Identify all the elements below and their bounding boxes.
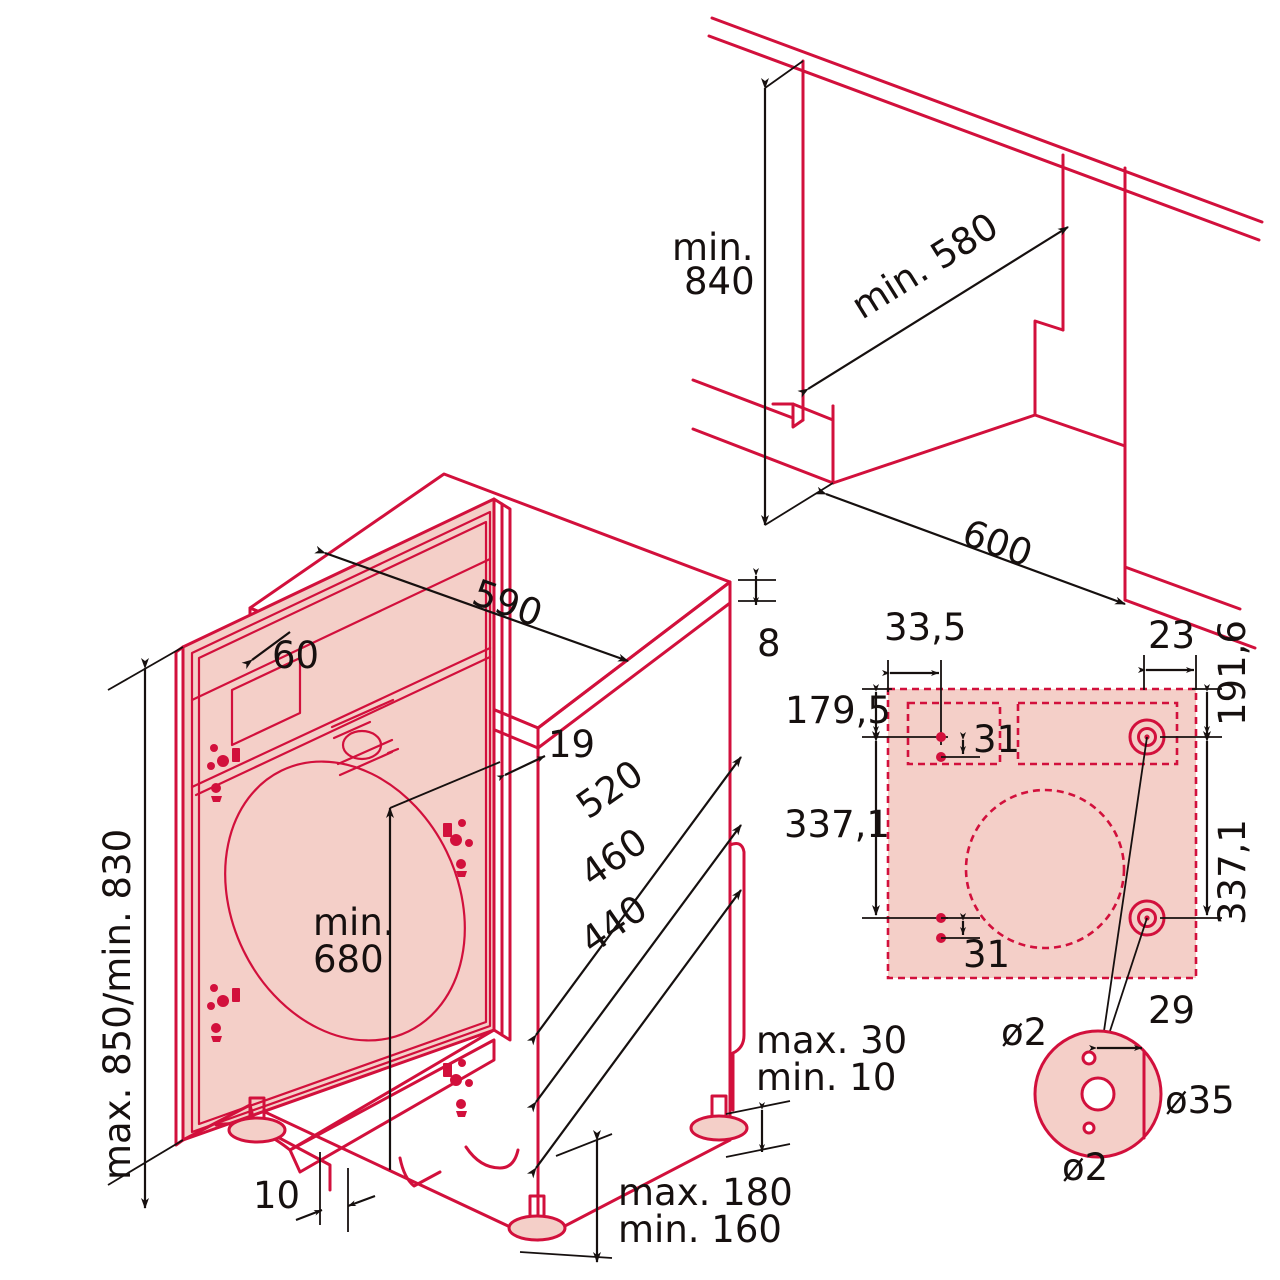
label-dia35: ø35 — [1165, 1079, 1235, 1122]
label-max180: max. 180 — [618, 1171, 793, 1214]
dim-ext-foot-top — [725, 1100, 791, 1115]
label-min840-line2: 840 — [684, 260, 755, 303]
appliance-top-right-band — [536, 580, 732, 750]
label-19: 19 — [548, 723, 595, 766]
dim-line-440 — [526, 889, 742, 1179]
cutout-right — [1016, 701, 1179, 766]
door-panel-face — [181, 497, 496, 1142]
dim-line-520 — [526, 756, 742, 1046]
dial-line-5 — [338, 750, 394, 777]
label-10: 10 — [253, 1174, 300, 1217]
label-min160: min. 160 — [618, 1208, 782, 1251]
panel-main-opening — [964, 788, 1126, 950]
dial-line-4 — [336, 738, 394, 766]
appliance-isometric-view: max. 850/min. 830 590 60 8 19 520 460 44… — [96, 472, 907, 1263]
appliance-bottom-front-edge — [248, 1103, 540, 1242]
plinth-round-detail — [464, 1145, 520, 1170]
label-3371-right: 337,1 — [1211, 819, 1254, 925]
dim-line-min580 — [797, 226, 1069, 398]
plinth-hook — [398, 1156, 442, 1188]
label-460: 460 — [572, 820, 655, 896]
dim-line-600 — [815, 486, 1126, 606]
label-60: 60 — [272, 634, 319, 677]
leader-hinge-upper — [1103, 736, 1148, 1032]
panel-drilling-template-view: 33,5 23 179,5 337,1 191,6 337,1 31 — [784, 606, 1254, 1032]
niche-left-floorline-upper — [691, 378, 795, 420]
label-23: 23 — [1148, 614, 1195, 657]
dim-ext-height-bottom — [107, 1139, 184, 1186]
label-440: 440 — [572, 887, 655, 963]
hinge-cup-hole-bottom — [1082, 1121, 1096, 1135]
foot-rear-right — [689, 1094, 749, 1142]
niche-left-step — [791, 402, 835, 422]
label-max30: max. 30 — [756, 1019, 907, 1062]
door-window — [224, 760, 466, 1042]
niche-left-return — [771, 402, 805, 429]
plinth-left-connector — [181, 1103, 252, 1142]
hinge-cup-detail-view: 29 ø2 ø35 ø2 — [1001, 989, 1235, 1189]
label-min680-line2: 680 — [313, 938, 384, 981]
appliance-side-rail — [728, 842, 746, 1055]
dial-line-1 — [330, 698, 395, 729]
label-600: 600 — [957, 511, 1038, 576]
niche-floor-diagonal — [831, 413, 1037, 485]
indicator-cluster-lower-left — [207, 984, 240, 1042]
dim-ext-height-top — [107, 646, 184, 691]
dim-ext-plinth-bottom — [519, 1251, 613, 1259]
label-min10: min. 10 — [756, 1056, 896, 1099]
dim-ext-foot-bottom — [725, 1143, 791, 1158]
dial-line-2 — [332, 720, 372, 740]
label-1916: 191,6 — [1211, 620, 1254, 726]
label-min840-line1: min. — [672, 226, 754, 269]
label-dia2-top: ø2 — [1001, 1011, 1047, 1054]
label-31-top: 31 — [973, 718, 1020, 761]
foot-front-left — [227, 1096, 287, 1144]
indicator-cluster-lower-right — [443, 1059, 473, 1117]
niche-base-upper — [1123, 565, 1242, 611]
label-min680-line1: min. — [313, 901, 395, 944]
label-3371-left: 337,1 — [784, 803, 890, 846]
indicator-cluster-mid-right — [443, 819, 473, 877]
dim-line-590 — [314, 545, 629, 663]
label-dia2-bottom: ø2 — [1062, 1146, 1108, 1189]
label-min580: min. 580 — [844, 204, 1006, 327]
dim-line-10-right — [347, 1194, 376, 1208]
leader-hinge-lower — [1109, 917, 1148, 1032]
hinge-cup-hole-top — [1081, 1050, 1097, 1066]
dim-ext-min680 — [389, 761, 501, 809]
worktop-top-edge — [710, 16, 1264, 224]
label-335: 33,5 — [884, 606, 966, 649]
dim-line-460 — [526, 824, 742, 1113]
niche-floor-right — [1033, 413, 1127, 448]
label-8: 8 — [757, 622, 781, 665]
cutout-left — [906, 701, 1002, 766]
label-29: 29 — [1148, 989, 1195, 1032]
niche-base-lower — [1123, 598, 1257, 650]
control-strip-bottom — [190, 646, 492, 789]
dim-ext-min840-top — [764, 60, 804, 89]
hinge-cup-center-hole — [1080, 1076, 1116, 1112]
label-1795: 179,5 — [785, 689, 891, 732]
niche-right-wall-step — [1033, 319, 1065, 417]
foot-front-center — [507, 1194, 567, 1242]
plinth-left-bracket — [248, 1103, 332, 1192]
dim-ext-min840-bottom — [764, 482, 834, 526]
display-rectangle — [230, 656, 302, 747]
dim-line-10-left — [295, 1208, 323, 1222]
ref-dot-top-1 — [936, 732, 946, 742]
control-strip-bottom-2 — [194, 655, 492, 797]
worktop-bottom-edge — [707, 34, 1261, 242]
dim-ext-plinth-top — [555, 1133, 613, 1157]
label-31-bottom: 31 — [963, 933, 1010, 976]
dim-line-60 — [241, 631, 291, 670]
indicator-cluster-upper-left — [207, 744, 240, 802]
niche-isometric-view: min. 840 min. 580 600 — [672, 16, 1264, 650]
plinth-face — [288, 1038, 496, 1174]
niche-left-floorline-lower — [691, 427, 835, 485]
panel-plate-outline — [886, 687, 1198, 980]
label-height-range: max. 850/min. 830 — [96, 829, 139, 1180]
